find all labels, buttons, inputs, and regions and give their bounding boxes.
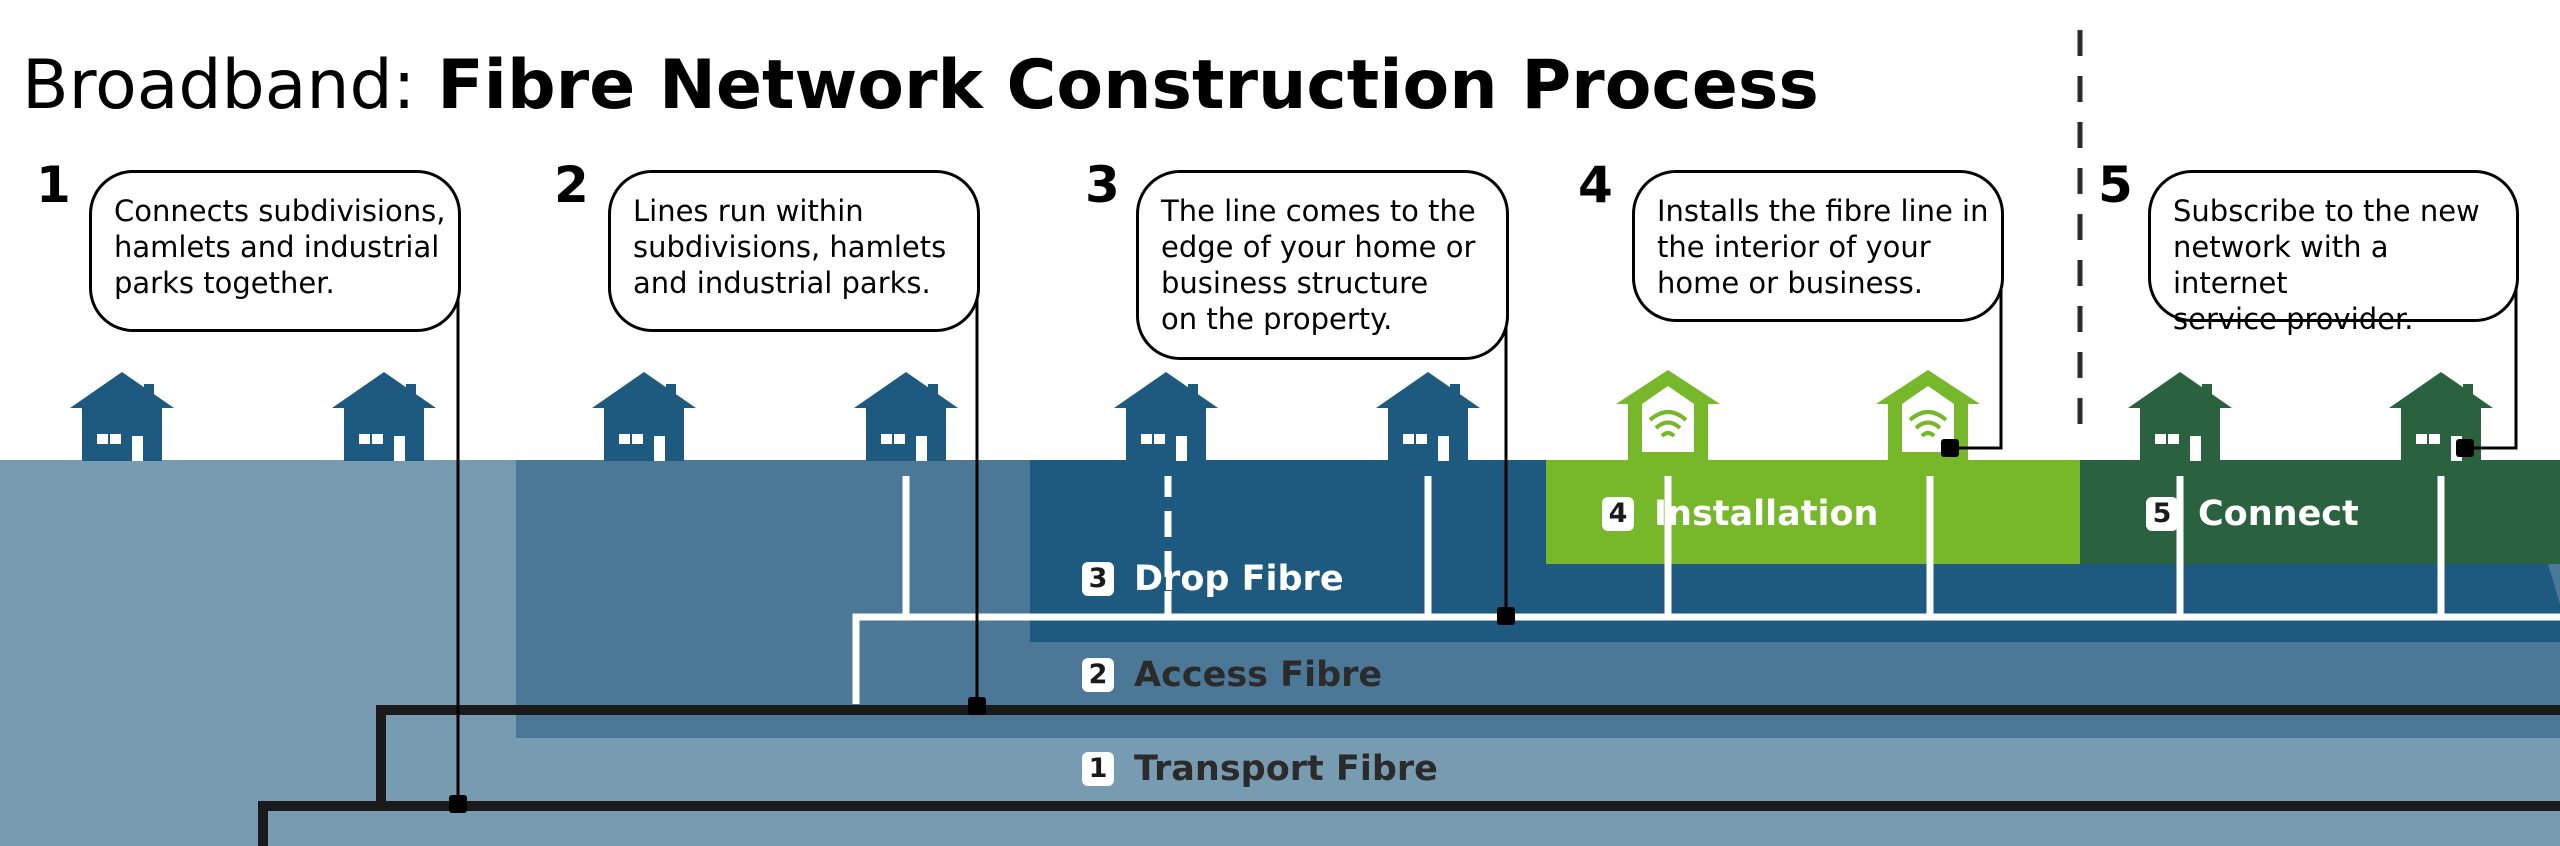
house-icon bbox=[332, 372, 436, 461]
band-badge: 5 bbox=[2146, 497, 2178, 531]
band-name: Installation bbox=[1654, 494, 1879, 534]
callout-text: The line comes to the edge of your home … bbox=[1161, 194, 1476, 336]
band-badge: 2 bbox=[1082, 658, 1114, 692]
step-number-5: 5 bbox=[2098, 156, 2133, 214]
band-badge: 3 bbox=[1082, 562, 1114, 596]
band-name: Drop Fibre bbox=[1134, 559, 1344, 599]
title-prefix: Broadband: bbox=[22, 46, 416, 125]
installation-band bbox=[1546, 460, 2080, 564]
house-icon bbox=[2128, 372, 2232, 461]
step-number-2: 2 bbox=[554, 156, 589, 214]
smart-home-icon bbox=[1876, 370, 1980, 461]
callout-step-4: Installs the fibre line in the interior … bbox=[1632, 170, 2004, 322]
band-badge: 4 bbox=[1602, 497, 1634, 531]
band-name: Connect bbox=[2198, 494, 2359, 534]
callout-step-1: Connects subdivisions, hamlets and indus… bbox=[89, 170, 461, 332]
callout-leaders bbox=[456, 280, 2518, 804]
title-main: Fibre Network Construction Process bbox=[437, 46, 1819, 125]
house-icon bbox=[592, 372, 696, 461]
access-drop-fibre-lines bbox=[852, 476, 2560, 704]
band-label-access: 2 Access Fibre bbox=[1082, 658, 1382, 693]
callout-step-2: Lines run within subdivisions, hamlets a… bbox=[608, 170, 980, 332]
callout-text: Installs the fibre line in the interior … bbox=[1657, 194, 1989, 300]
page-title: Broadband: Fibre Network Construction Pr… bbox=[22, 52, 1819, 120]
band-edge-shadow bbox=[2548, 564, 2560, 604]
band-label-installation: 4 Installation bbox=[1602, 497, 1878, 532]
step-number-3: 3 bbox=[1085, 156, 1120, 214]
junction-markers bbox=[449, 439, 2474, 813]
callout-step-5: Subscribe to the new network with a inte… bbox=[2148, 170, 2519, 336]
callout-step-3: The line comes to the edge of your home … bbox=[1136, 170, 1509, 360]
band-name: Access Fibre bbox=[1134, 655, 1383, 695]
band-badge: 1 bbox=[1082, 752, 1114, 786]
step-number-4: 4 bbox=[1578, 156, 1613, 214]
house-icon bbox=[70, 372, 174, 461]
transport-fibre-line bbox=[258, 705, 2560, 846]
band-label-transport: 1 Transport Fibre bbox=[1082, 752, 1438, 787]
band-label-connect: 5 Connect bbox=[2146, 497, 2359, 532]
house-icon bbox=[854, 372, 958, 461]
house-icon bbox=[1114, 372, 1218, 461]
band-name: Transport Fibre bbox=[1134, 749, 1438, 789]
house-icon bbox=[1376, 372, 1480, 461]
callout-text: Connects subdivisions, hamlets and indus… bbox=[114, 194, 446, 300]
smart-home-icon bbox=[1616, 370, 1720, 461]
band-label-drop: 3 Drop Fibre bbox=[1082, 562, 1344, 597]
callout-text: Lines run within subdivisions, hamlets a… bbox=[633, 194, 947, 300]
callout-text: Subscribe to the new network with a inte… bbox=[2173, 194, 2480, 336]
step-number-1: 1 bbox=[36, 156, 71, 214]
